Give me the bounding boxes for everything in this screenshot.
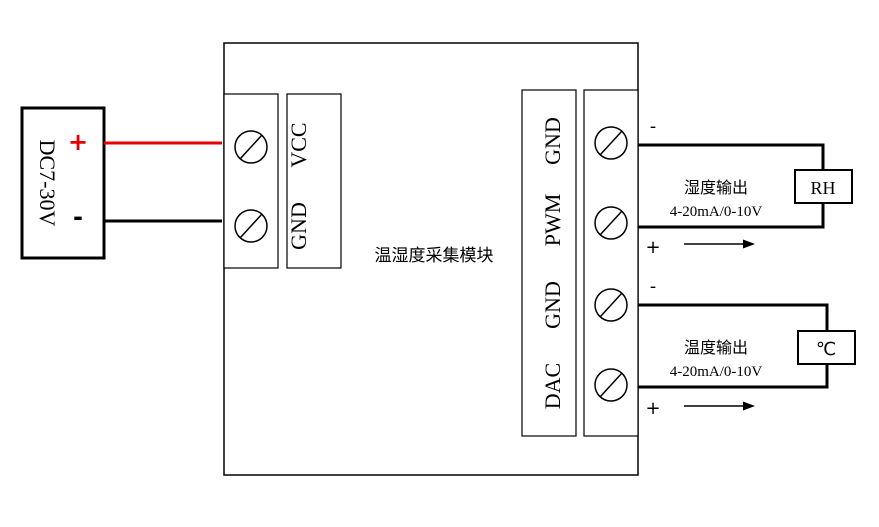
humidity-plus-wire [638,203,825,229]
temperature-output-label: 温度输出 [684,338,748,357]
power-supply-box [20,106,106,260]
humidity-plus-sign: + [645,237,660,258]
temperature-plus-sign: + [645,398,660,419]
temperature-minus-wire [638,303,829,331]
left-screw-strip [223,93,279,269]
power-supply: DC7-30V + - [20,106,106,260]
temperature-plus-wire [638,364,829,389]
terminal-label-gnd: GND [286,202,311,250]
screw-icon [594,206,628,240]
left-label-strip [286,93,342,269]
humidity-minus-sign: - [650,116,657,137]
left-terminal-block: VCC GND [223,93,342,269]
humidity-minus-wire [638,143,825,170]
power-minus-sign: - [73,203,83,231]
temperature-output: ℃ - + 温度输出 4-20mA/0-10V [638,276,856,419]
temperature-output-range: 4-20mA/0-10V [670,364,763,380]
terminal-label-gnd-2: GND [540,281,565,329]
temperature-sensor-box [797,330,856,365]
module-title: 温湿度采集模块 [375,246,494,266]
screw-icon [234,209,268,243]
humidity-sensor-box [794,169,853,204]
power-supply-label: DC7-30V [35,140,60,227]
screw-icon [594,288,628,322]
terminal-label-dac: DAC [540,363,565,409]
temperature-sensor-label: ℃ [816,339,836,360]
arrow-head-icon [743,239,755,249]
terminal-label-pwm: PWM [540,194,565,247]
right-label-strip [521,89,577,437]
humidity-sensor-label: RH [810,178,835,198]
screw-icon [234,130,268,164]
temperature-minus-sign: - [650,276,657,297]
power-plus-sign: + [68,128,88,156]
arrow-head-icon [743,401,755,411]
humidity-output-label: 湿度输出 [684,178,748,197]
humidity-output: RH - + 湿度输出 4-20mA/0-10V [638,116,853,258]
humidity-output-range: 4-20mA/0-10V [670,204,763,220]
right-terminal-block: GND PWM GND DAC [521,89,639,437]
screw-icon [594,126,628,160]
terminal-label-gnd-1: GND [540,117,565,165]
screw-icon [594,368,628,402]
right-screw-strip [583,89,639,437]
terminal-label-vcc: VCC [286,122,311,167]
